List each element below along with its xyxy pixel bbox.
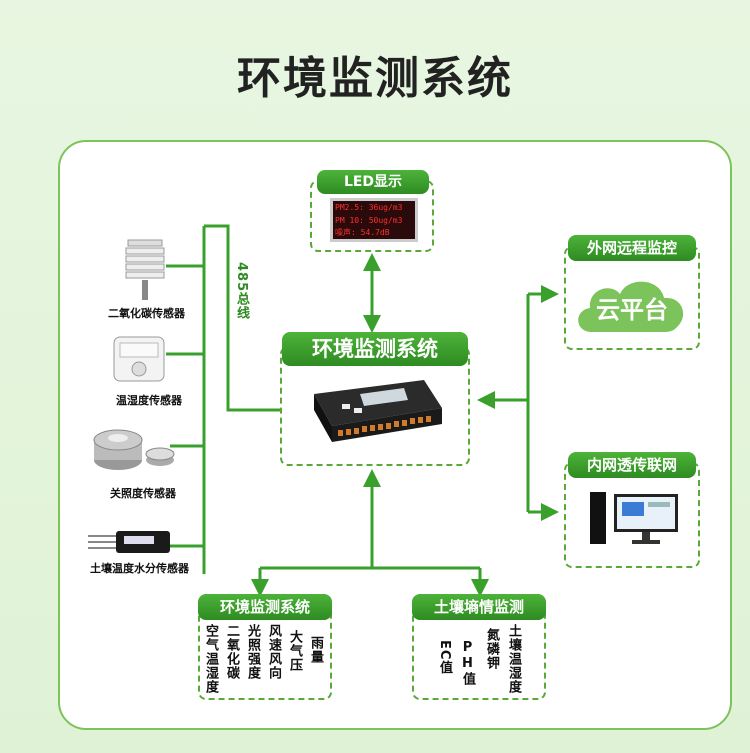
- soil-param-1-text: EC值: [437, 640, 452, 675]
- page-title: 环境监测系统: [237, 53, 513, 104]
- bus-label: 485总线: [234, 262, 249, 321]
- cloud-tag: 外网远程监控: [568, 235, 696, 261]
- led-screen: PM2.5: 36ug/m3 PM 10: 50ug/m3 噪声: 54.7dB: [330, 198, 418, 242]
- sensor-label-co2: 二氧化碳传感器: [108, 307, 185, 320]
- lan-tag: 内网透传联网: [568, 452, 696, 478]
- sensor-label-humidity: 温湿度传感器: [116, 394, 182, 407]
- sensor-label-soil: 土壤温度水分传感器: [90, 562, 189, 575]
- light-sensor-image: [93, 429, 175, 470]
- co2-sensor-image: [125, 239, 165, 300]
- center-tag: 环境监测系统: [282, 332, 468, 366]
- soil-sensor-image: [88, 531, 170, 553]
- cloud-text: 云平台: [596, 296, 668, 324]
- env-param-4: 风速风向: [266, 624, 281, 680]
- env-param-6: 雨量: [308, 636, 323, 664]
- soil-param-1: EC值: [437, 640, 452, 674]
- humidity-sensor-image: [113, 336, 165, 382]
- cloud-icon: [578, 281, 684, 332]
- led-row-2: PM 10: 50ug/m3: [335, 216, 403, 225]
- env-system-tag: 环境监测系统: [198, 594, 332, 620]
- sensor-label-light: 关照度传感器: [110, 487, 176, 500]
- controller-image: [314, 380, 442, 442]
- env-param-5: 大气压: [287, 630, 302, 672]
- computer-icon: [590, 492, 678, 544]
- led-row-1: PM2.5: 36ug/m3: [335, 203, 403, 212]
- soil-param-4: 土壤温湿度: [506, 624, 521, 694]
- env-param-2: 二氧化碳: [224, 624, 239, 680]
- led-row-3: 噪声: 54.7dB: [335, 228, 390, 237]
- env-param-1: 空气温湿度: [203, 624, 218, 694]
- soil-param-3: 氮磷钾: [484, 628, 499, 670]
- led-tag: LED显示: [317, 170, 429, 194]
- bus-top-stub: [204, 224, 280, 412]
- soil-param-2: PH值: [460, 640, 475, 686]
- soil-system-tag: 土壤墒情监测: [412, 594, 546, 620]
- env-param-3: 光照强度: [245, 624, 260, 680]
